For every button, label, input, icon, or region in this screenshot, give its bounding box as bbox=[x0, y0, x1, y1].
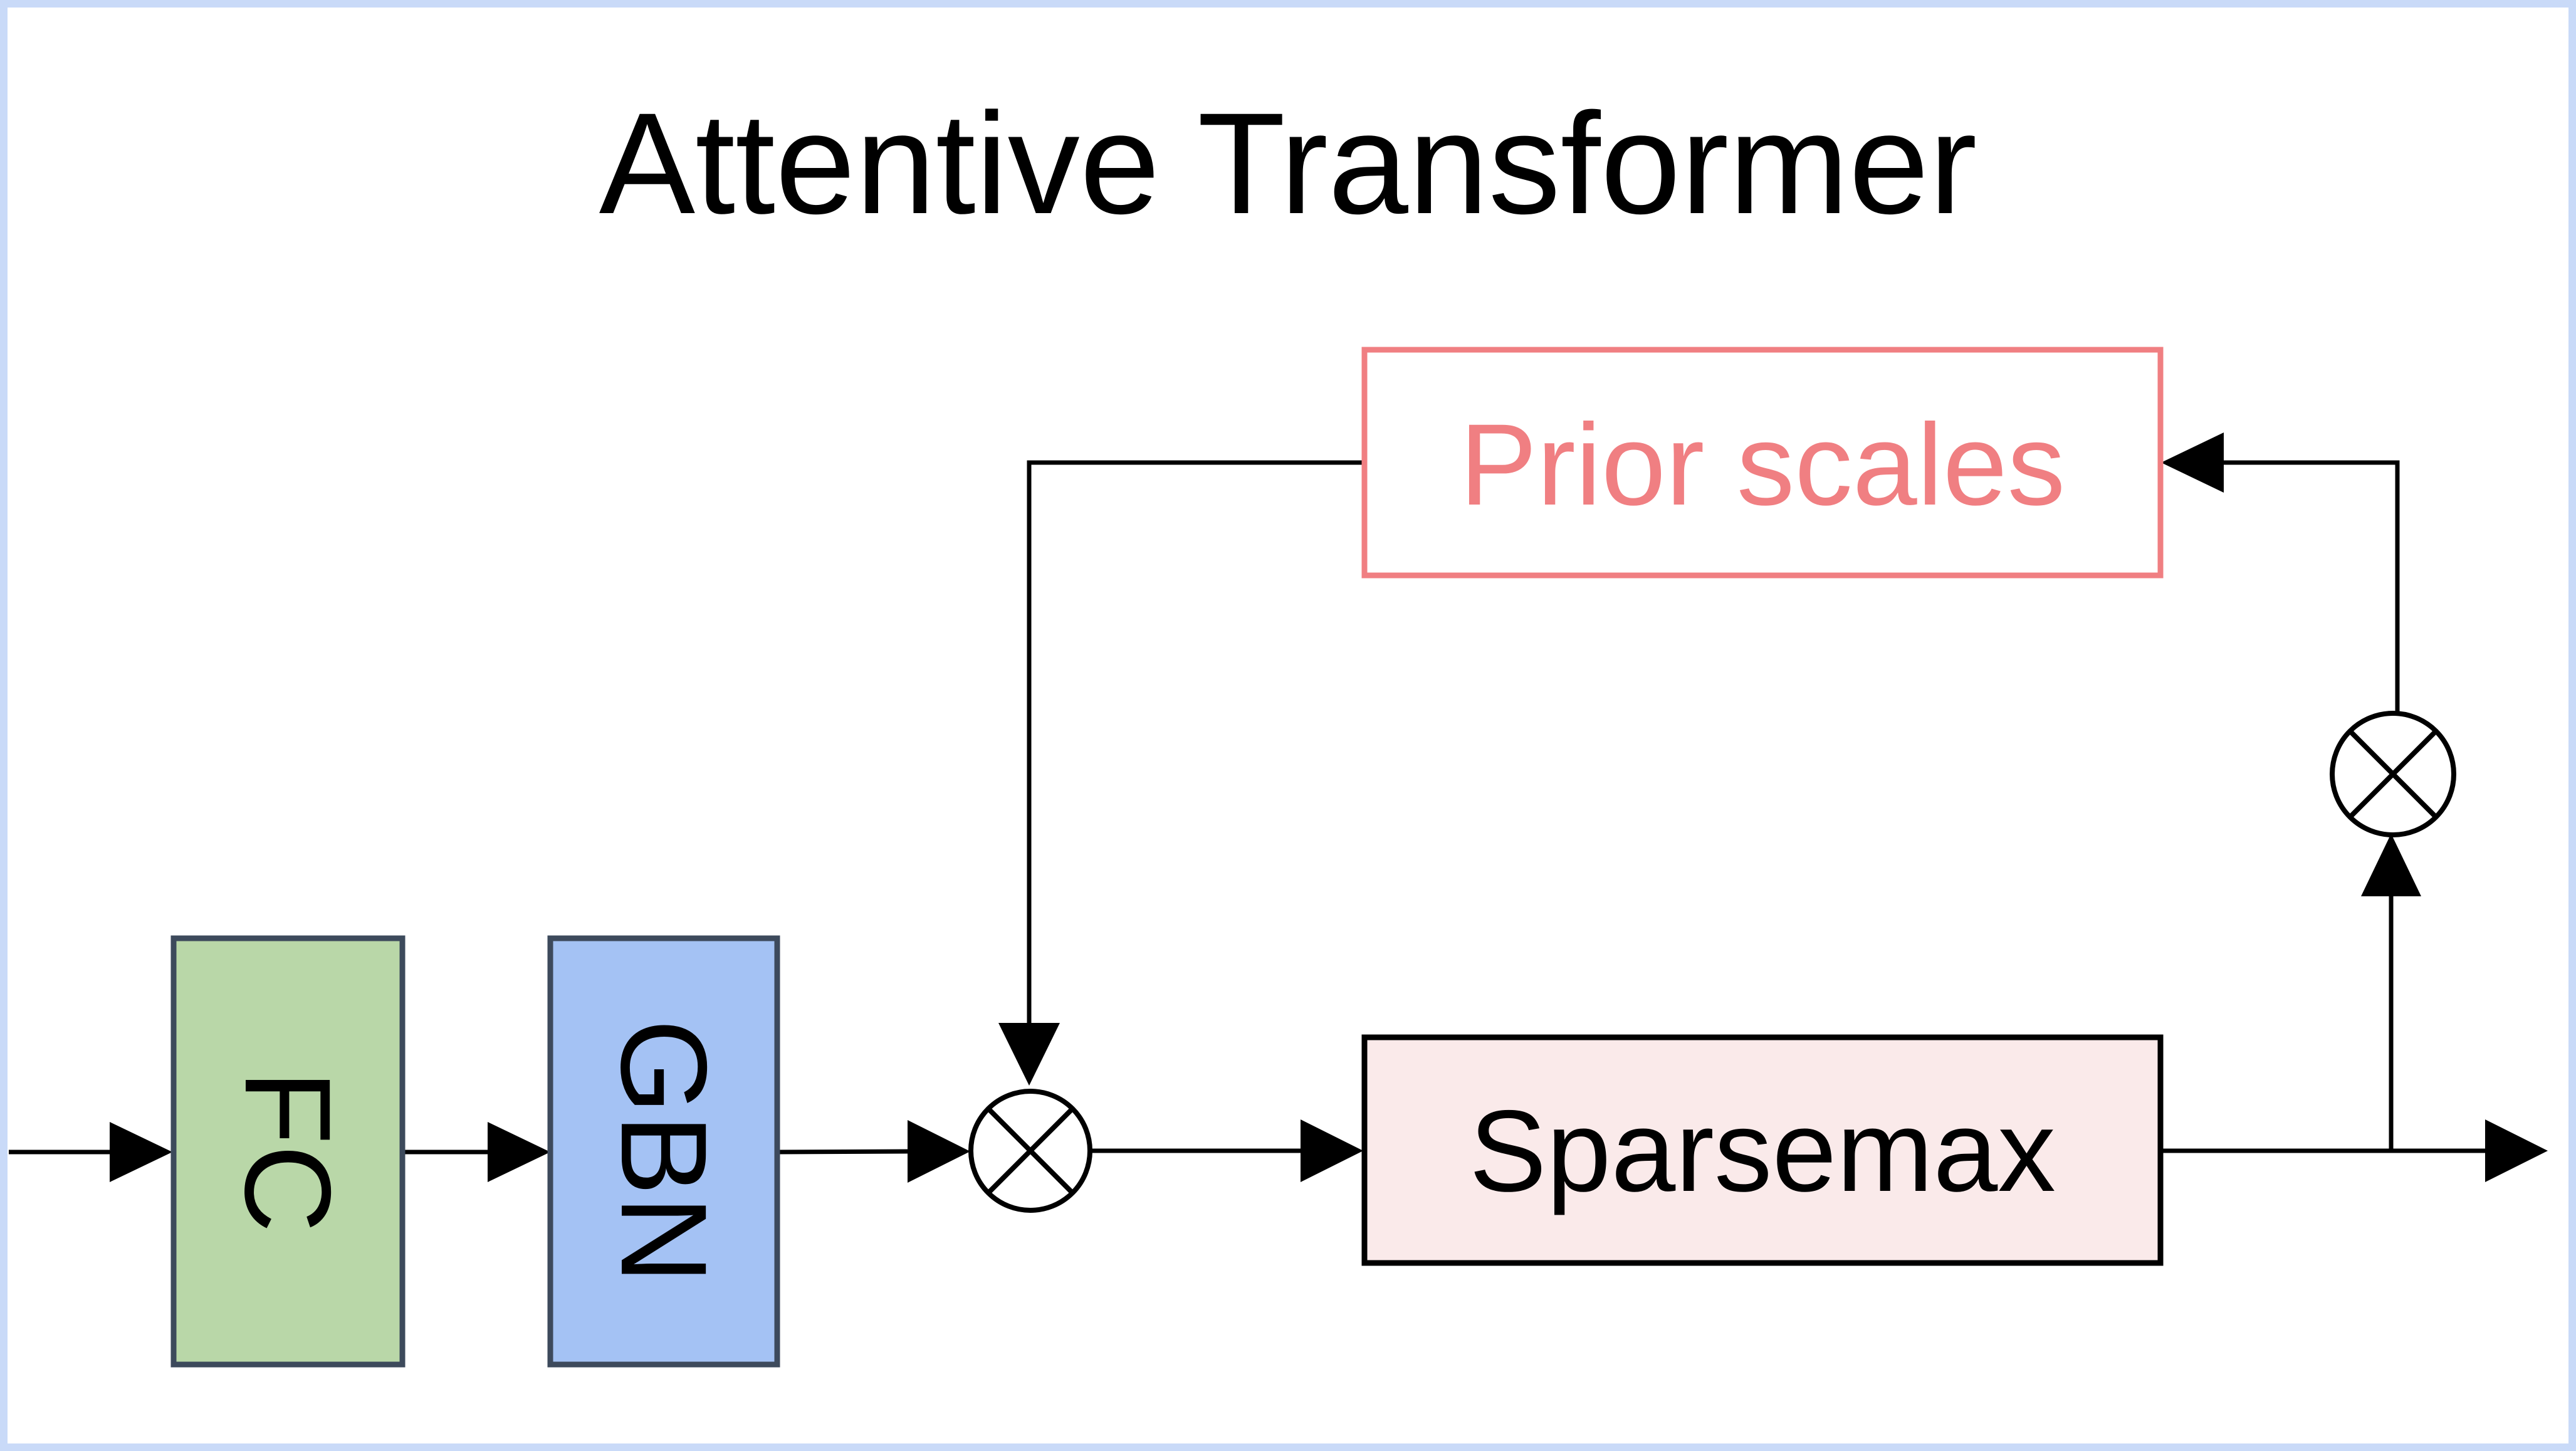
arrowhead-multiply-main bbox=[908, 1120, 970, 1183]
prior-scales-block: Prior scales bbox=[1361, 347, 2164, 579]
connector-gbn-multiply bbox=[778, 1149, 909, 1155]
connectors bbox=[9, 460, 2488, 1155]
multiply-feedback-icon bbox=[2330, 711, 2456, 837]
sparsemax-box bbox=[1361, 1034, 2164, 1266]
arrowhead-feedback-multiply bbox=[2361, 834, 2421, 896]
connector-prior-multiply bbox=[1027, 460, 1363, 1028]
fc-label: FC bbox=[219, 1070, 356, 1233]
prior-scales-label: Prior scales bbox=[1460, 401, 2065, 530]
gbn-box bbox=[547, 935, 780, 1368]
multiply-main-icon bbox=[968, 1089, 1092, 1213]
gbn-label: GBN bbox=[595, 1019, 732, 1284]
sparsemax-block: Sparsemax bbox=[1361, 1034, 2164, 1266]
arrowhead-output bbox=[2485, 1119, 2548, 1182]
connector-feedback-prior bbox=[2212, 460, 2400, 713]
gbn-block: GBN bbox=[547, 935, 780, 1368]
arrowhead-fc bbox=[110, 1122, 172, 1182]
arrowheads bbox=[110, 432, 2548, 1183]
arrowhead-gbn bbox=[488, 1122, 550, 1182]
diagram-title: Attentive Transformer bbox=[599, 83, 1977, 244]
sparsemax-label: Sparsemax bbox=[1469, 1087, 2056, 1216]
fc-box bbox=[170, 935, 406, 1368]
arrowhead-prior-scales bbox=[2161, 432, 2224, 493]
fc-block: FC bbox=[170, 935, 406, 1368]
arrowhead-prior-to-multiply bbox=[998, 1023, 1060, 1086]
prior-scales-box bbox=[1361, 347, 2164, 579]
arrowhead-sparsemax bbox=[1301, 1119, 1363, 1182]
